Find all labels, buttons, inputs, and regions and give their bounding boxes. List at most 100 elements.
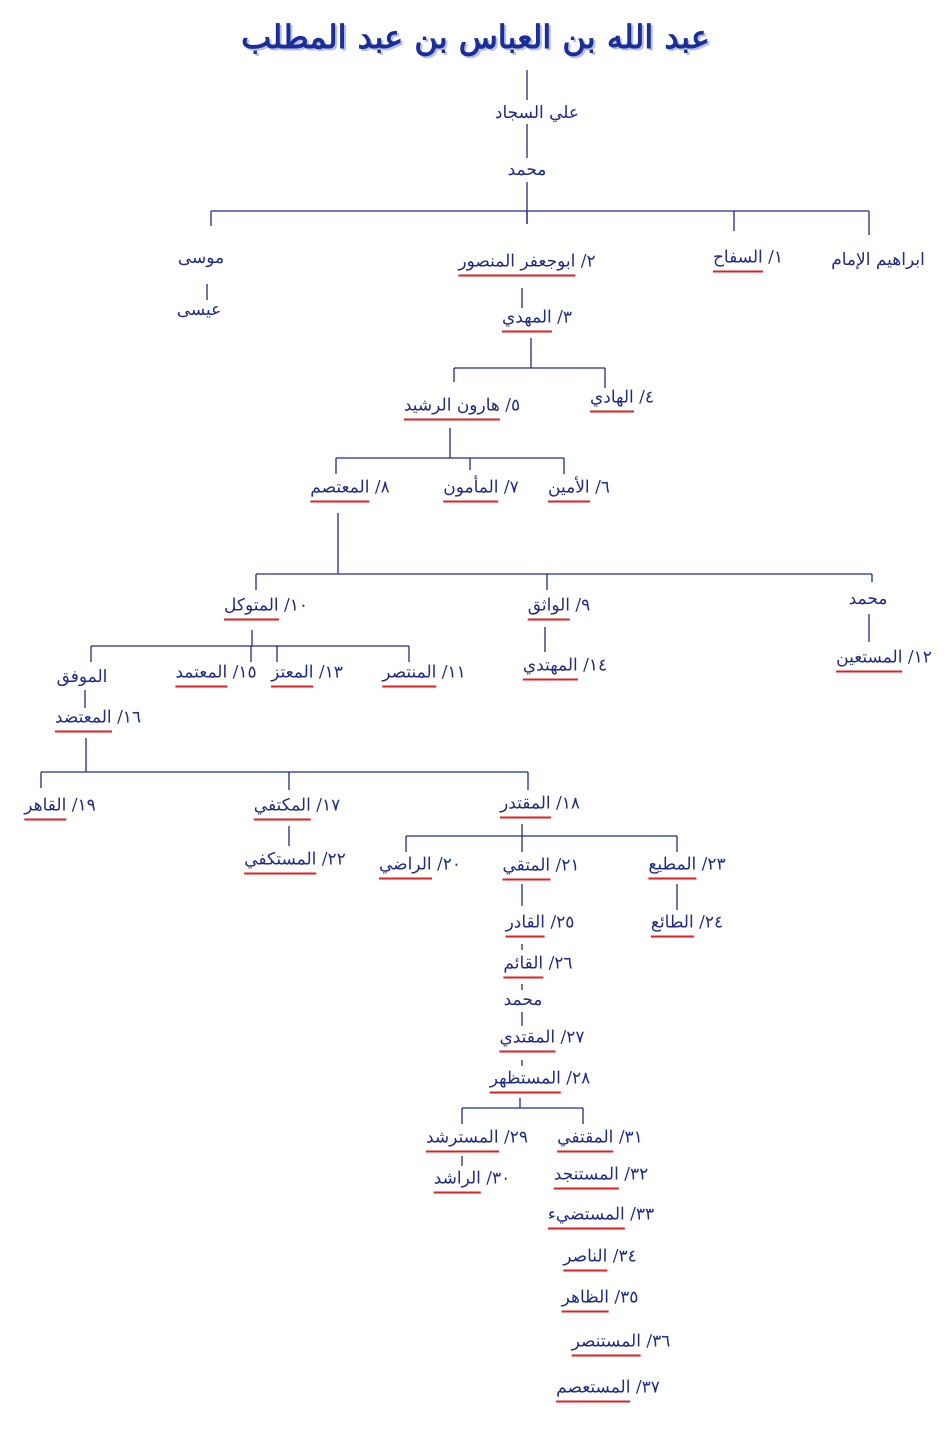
caliph-node: ١٤/ المهتدي: [522, 655, 608, 681]
caliph-node: ٣٦/ المستنصر: [571, 1332, 670, 1357]
caliph-node: ١٨/ المقتدر: [500, 794, 580, 819]
person-name: هارون الرشيد: [403, 396, 500, 421]
caliph-node: ٣٣/ المستضيء: [547, 1204, 655, 1230]
person-node: ابراهيم الإمام: [831, 250, 925, 270]
caliph-node: ٣٥/ الظاهر: [561, 1287, 639, 1313]
caliph-node: ٨/ المعتصم: [310, 478, 390, 503]
person-name: المستعصم: [556, 1378, 631, 1403]
caliph-number: ٩/: [575, 595, 591, 616]
caliph-number: ٣٠/: [486, 1168, 511, 1189]
person-name: القائم: [503, 954, 544, 979]
tree-title: عبد الله بن العباس بن عبد المطلب: [241, 18, 710, 56]
caliph-number: ١٨/: [556, 793, 580, 814]
person-name: الهادي: [589, 388, 634, 413]
caliph-node: ٢٦/ القائم: [503, 953, 573, 979]
caliph-number: ١٧/: [316, 795, 341, 816]
caliph-number: ٢٤/: [699, 912, 724, 933]
person-name: المعتمد: [175, 663, 228, 688]
person-node: عيسى: [177, 300, 222, 320]
caliph-number: ١٥/: [232, 662, 257, 683]
caliph-node: ٩/ الواثق: [527, 595, 591, 621]
person-name: المقتدي: [499, 1028, 556, 1053]
person-name: المكتفي: [253, 796, 311, 821]
caliph-number: ٢٢/: [321, 849, 346, 870]
caliph-number: ٢٨/: [566, 1068, 591, 1089]
caliph-node: ١/ السفاح: [712, 247, 784, 273]
caliph-node: ٢٩/ المسترشد: [426, 1128, 528, 1153]
caliph-number: ٣٤/: [612, 1246, 637, 1267]
person-node: موسى: [178, 248, 224, 268]
caliph-node: ٣/ المهدي: [501, 308, 572, 333]
caliph-number: ٣١/: [618, 1127, 643, 1148]
caliph-node: ١٢/ المستعين: [836, 648, 932, 673]
person-name: الواثق: [527, 596, 571, 621]
person-node: الموفق: [57, 667, 108, 687]
caliph-number: ١٤/: [583, 655, 608, 676]
caliph-number: ٤/: [639, 387, 655, 408]
person-name: الراشد: [433, 1169, 481, 1194]
person-node: محمد: [504, 990, 543, 1010]
caliph-number: ١٩/: [71, 795, 96, 816]
person-name: المطيع: [648, 855, 697, 880]
person-name: القاهر: [24, 796, 67, 821]
caliph-node: ٣٤/ الناصر: [563, 1246, 637, 1272]
caliph-node: ١٣/ المعتز: [271, 663, 343, 688]
person-name: ابراهيم الإمام: [831, 250, 925, 270]
caliph-node: ٢٣/ المطيع: [648, 854, 726, 880]
person-name: المسترشد: [426, 1128, 499, 1153]
person-name: محمد: [507, 160, 547, 180]
caliph-node: ٣٢/ المستنجد: [553, 1164, 649, 1190]
person-name: المنتصر: [382, 663, 437, 688]
caliph-node: ٦/ الأمين: [548, 478, 610, 503]
caliph-number: ٢٦/: [548, 953, 573, 974]
caliph-node: ٧/ المأمون: [443, 478, 519, 503]
person-name: المستضيء: [547, 1205, 625, 1230]
caliph-number: ١٠/: [284, 595, 309, 616]
caliph-number: ٣٣/: [630, 1204, 655, 1225]
caliph-number: ٦/: [595, 477, 610, 498]
caliph-number: ١/: [768, 247, 784, 268]
caliph-number: ٢/: [580, 251, 596, 272]
person-name: الطائع: [650, 913, 694, 938]
caliph-number: ٢٣/: [701, 854, 726, 875]
person-name: المهدي: [501, 308, 552, 333]
caliph-node: ٣٧/ المستعصم: [556, 1378, 660, 1403]
person-name: الموفق: [56, 667, 108, 687]
person-name: المستنجد: [553, 1165, 619, 1190]
person-name: المقتفي: [557, 1128, 614, 1153]
person-node: علي السجاد: [495, 103, 579, 123]
person-name: المستنصر: [571, 1332, 641, 1357]
caliph-node: ٢٧/ المقتدي: [499, 1027, 585, 1053]
person-name: المهتدي: [522, 656, 578, 681]
person-name: المتقي: [502, 856, 551, 881]
person-name: الناصر: [563, 1247, 608, 1272]
caliph-node: ٣١/ المقتفي: [557, 1128, 643, 1153]
caliph-number: ٢٩/: [503, 1127, 528, 1148]
caliph-number: ٢٧/: [560, 1027, 585, 1048]
caliph-number: ٣٥/: [614, 1287, 639, 1308]
person-name: محمد: [503, 990, 543, 1010]
person-name: المقتدر: [500, 794, 551, 819]
caliph-node: ٢٥/ القادر: [505, 913, 574, 938]
caliph-number: ١٢/: [907, 647, 932, 668]
person-name: الأمين: [548, 478, 590, 503]
person-name: الظاهر: [561, 1288, 609, 1313]
caliph-node: ٢٠/ الراضي: [378, 855, 461, 880]
caliph-node: ٥/ هارون الرشيد: [403, 396, 520, 421]
person-node: محمد: [508, 160, 547, 180]
caliph-node: ١٩/ القاهر: [24, 795, 96, 821]
caliph-node: ٢/ ابوجعفر المنصور: [458, 251, 596, 277]
person-name: ابوجعفر المنصور: [458, 252, 576, 277]
caliph-node: ٣٠/ الراشد: [433, 1168, 511, 1194]
caliph-number: ٣٢/: [624, 1164, 649, 1185]
caliph-node: ١٠/ المتوكل: [223, 595, 309, 621]
person-name: المعتز: [271, 663, 314, 688]
person-name: المعتصم: [310, 478, 370, 503]
person-name: القادر: [505, 913, 546, 938]
caliph-node: ٢١/ المتقي: [502, 855, 580, 881]
caliph-number: ٢١/: [555, 855, 580, 876]
person-name: المأمون: [443, 478, 499, 503]
person-name: السفاح: [712, 248, 763, 273]
caliph-node: ١٦/ المعتضد: [54, 708, 141, 733]
person-name: المعتضد: [54, 708, 112, 733]
